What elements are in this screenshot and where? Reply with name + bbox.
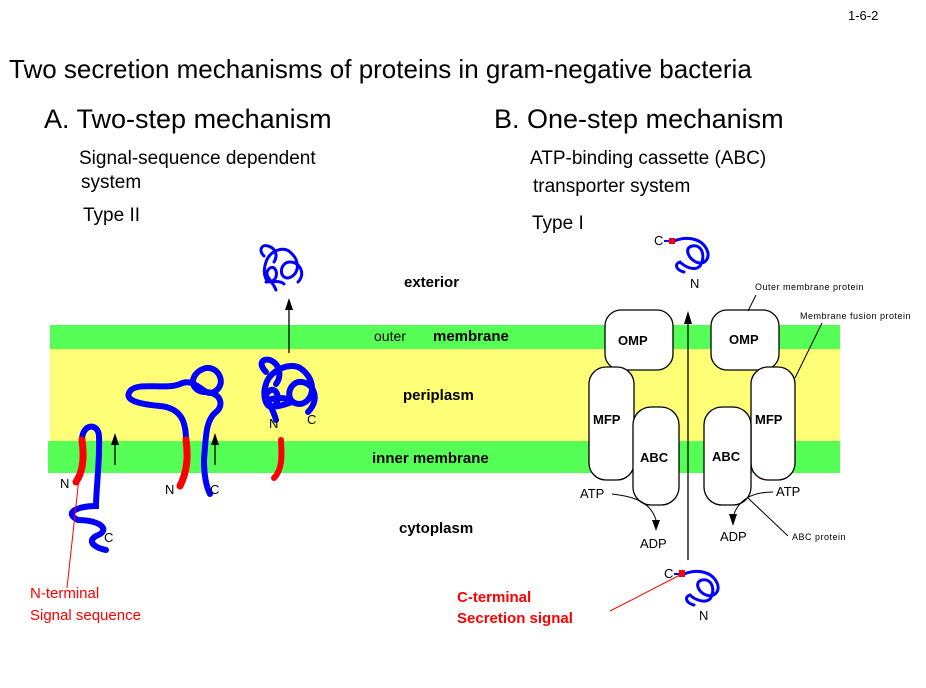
annotation-membrane-fusion-protein: Membrane fusion protein <box>800 311 912 321</box>
n-terminus-1: N <box>60 476 70 491</box>
label-cytoplasm: cytoplasm <box>399 520 474 537</box>
annotation-outer-membrane-protein: Outer membrane protein <box>755 282 865 292</box>
outer-membrane-band <box>50 325 840 349</box>
callout-n-terminal-2: Signal sequence <box>30 607 141 624</box>
atp-adp-curve-right <box>733 491 774 515</box>
protein-cytoplasm-B <box>682 569 720 607</box>
mfp-label-left: MFP <box>593 412 621 427</box>
atp-adp-curve-left <box>611 493 657 521</box>
protein-folding <box>125 364 224 497</box>
callout-line-c-terminal <box>609 574 681 612</box>
section-b-subtitle-1: ATP-binding cassette (ABC) <box>530 148 767 169</box>
atp-label-right: ATP <box>776 484 801 499</box>
leader-membrane-fusion-protein <box>794 322 823 379</box>
arrow-secretion-A <box>285 298 293 353</box>
omp-box-left <box>604 309 674 371</box>
n-terminus-3: N <box>269 416 279 431</box>
label-outer-membrane: membrane <box>433 328 509 345</box>
callout-n-terminal-1: N-terminal <box>30 585 100 602</box>
abc-box-left <box>632 406 680 506</box>
callout-c-terminal-2: Secretion signal <box>457 610 573 627</box>
label-inner-membrane: inner membrane <box>372 450 489 467</box>
arrow-up-1 <box>111 433 119 465</box>
c-terminus-b-bottom: C <box>664 566 674 581</box>
protein-secreted-exterior <box>259 244 304 292</box>
c-terminal-signal-top <box>669 238 675 244</box>
section-a-subtitle-2: system <box>81 172 142 193</box>
c-terminus-3: C <box>307 412 317 427</box>
adp-arrowhead-right <box>729 514 737 526</box>
slide-number: 1-6-2 <box>848 8 879 23</box>
omp-label-right: OMP <box>729 332 759 347</box>
protein-folded-periplasm <box>258 356 318 423</box>
abc-label-left: ABC <box>640 450 669 465</box>
protein-secreted-B <box>672 236 710 274</box>
annotation-abc-protein: ABC protein <box>792 532 847 542</box>
label-outer-prefix: outer <box>374 328 406 344</box>
n-terminus-b-bottom: N <box>699 608 709 623</box>
callout-c-terminal-1: C-terminal <box>457 589 532 606</box>
cleaved-signal-peptide <box>271 437 285 481</box>
protein-hairpin <box>68 423 109 553</box>
omp-label-left: OMP <box>618 333 648 348</box>
n-terminus-b-top: N <box>690 276 700 291</box>
page-title: Two secretion mechanisms of proteins in … <box>9 54 752 84</box>
section-b-subtitle-2: transporter system <box>533 176 691 197</box>
section-b-type: Type I <box>532 213 584 234</box>
c-terminus-2: C <box>210 482 220 497</box>
section-b-heading: B. One-step mechanism <box>494 104 784 134</box>
adp-label-left: ADP <box>640 536 667 551</box>
c-terminus-b-top: C <box>654 233 664 248</box>
callout-line-n-terminal <box>66 477 80 589</box>
leader-outer-membrane-protein <box>747 294 757 312</box>
leader-abc-protein <box>747 497 789 537</box>
c-terminal-signal-bottom <box>679 570 685 577</box>
mfp-label-right: MFP <box>755 412 783 427</box>
atp-label-left: ATP <box>580 486 605 501</box>
n-terminus-2: N <box>165 482 175 497</box>
omp-box-right <box>710 309 780 371</box>
label-periplasm: periplasm <box>403 387 474 404</box>
abc-label-right: ABC <box>712 449 741 464</box>
section-a-type: Type II <box>83 205 141 226</box>
arrow-secretion-B <box>684 311 692 560</box>
abc-box-right <box>703 406 752 506</box>
arrow-up-2 <box>211 433 219 465</box>
c-terminus-1: C <box>104 530 114 545</box>
section-a-heading: A. Two-step mechanism <box>44 104 332 134</box>
section-a-subtitle-1: Signal-sequence dependent <box>79 148 316 169</box>
adp-arrowhead-left <box>652 520 660 531</box>
adp-label-right: ADP <box>720 529 747 544</box>
label-exterior: exterior <box>404 274 460 291</box>
